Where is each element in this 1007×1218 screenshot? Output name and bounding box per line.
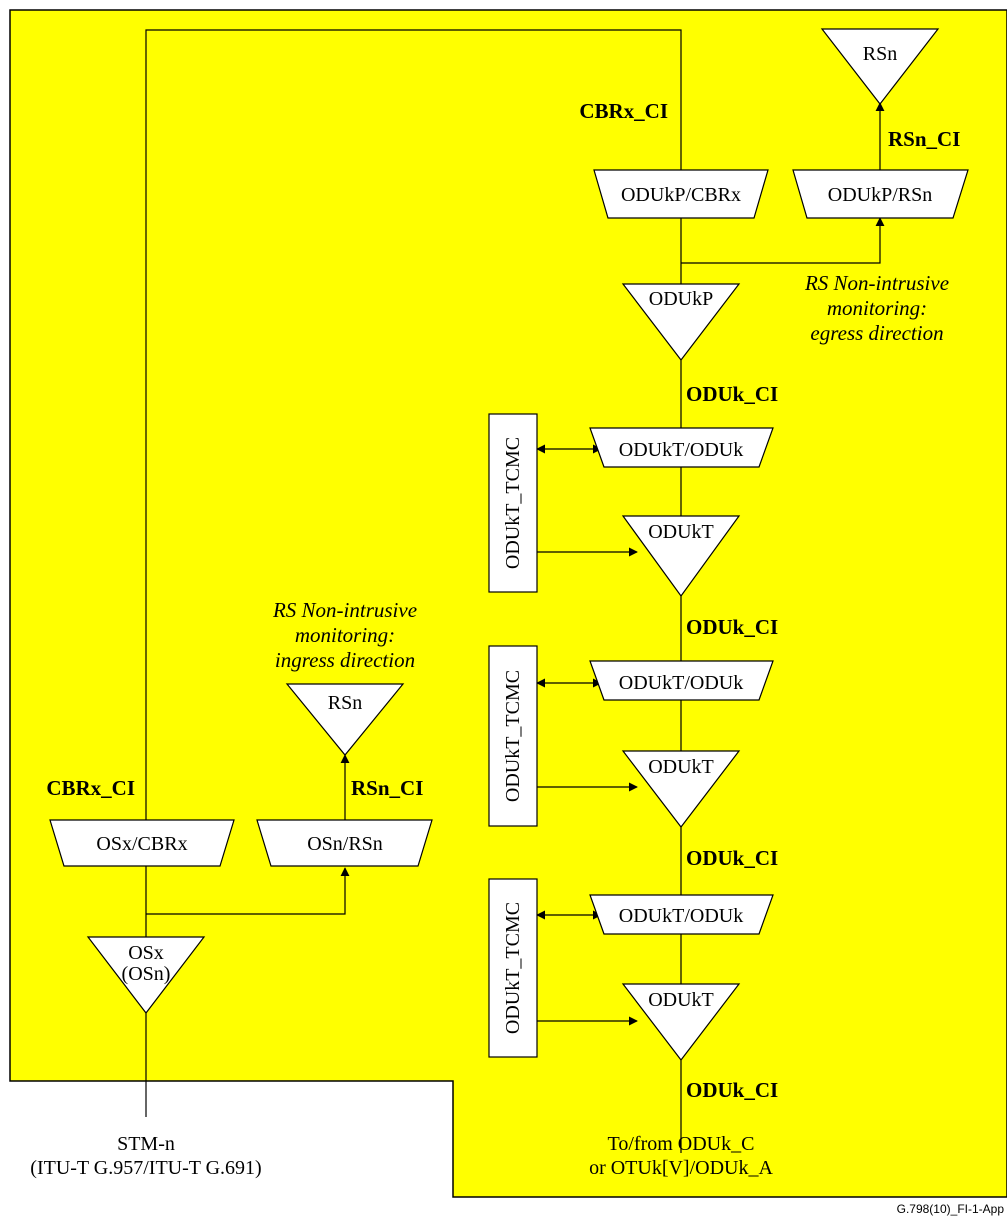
odukt-oduk-adaptation-1 bbox=[589, 427, 774, 468]
odukt-tcmc-box-2 bbox=[488, 645, 538, 827]
egress-note-line-1: RS Non-intrusive bbox=[804, 271, 949, 295]
egress-note-line-3: egress direction bbox=[810, 321, 943, 345]
cbrx-ci-top-label: CBRx_CI bbox=[579, 99, 668, 123]
odukt-tcmc-box-1 bbox=[488, 413, 538, 593]
egress-note-line-2: monitoring: bbox=[827, 296, 927, 320]
odukt-tcmc-label-1: ODUkT_TCMC bbox=[502, 437, 524, 569]
odukt-tcmc-label-2: ODUkT_TCMC bbox=[502, 670, 524, 802]
odukt-label-3: ODUkT bbox=[648, 989, 714, 1011]
odukt-oduk-label-1: ODUkT/ODUk bbox=[619, 439, 743, 461]
cbrx-loop-line bbox=[145, 29, 682, 820]
odukt-oduk-label-3: ODUkT/ODUk bbox=[619, 905, 743, 927]
oduk-ci-label-4: ODUk_CI bbox=[686, 1078, 778, 1102]
odukt-tcmc-label-3: ODUkT_TCMC bbox=[502, 902, 524, 1034]
odukt-tcmc-box-3 bbox=[488, 878, 538, 1058]
osn-rsn-adaptation bbox=[256, 819, 433, 867]
rsn-ci-ingress-label: RSn_CI bbox=[351, 776, 423, 800]
odukp-cbrx-adaptation bbox=[593, 169, 769, 219]
odukp-rsn-adaptation bbox=[792, 169, 969, 219]
odukt-label-2: ODUkT bbox=[648, 756, 714, 778]
to-from-line-2: or OTUk[V]/ODUk_A bbox=[589, 1157, 773, 1179]
rsn-ci-egress-label: RSn_CI bbox=[888, 127, 960, 151]
osx-cbrx-label: OSx/CBRx bbox=[96, 833, 187, 855]
osn-rsn-label: OSn/RSn bbox=[307, 833, 383, 855]
odukp-rsn-label: ODUkP/RSn bbox=[828, 184, 932, 206]
oduk-ci-label-2: ODUk_CI bbox=[686, 615, 778, 639]
osn-label: (OSn) bbox=[122, 963, 171, 985]
ingress-note-line-1: RS Non-intrusive bbox=[272, 598, 417, 622]
rsn-termination-sink-ingress bbox=[285, 683, 405, 756]
odukp-termination bbox=[621, 283, 741, 361]
stm-n-label: STM-n bbox=[117, 1133, 175, 1155]
to-from-line-1: To/from ODUk_C bbox=[608, 1133, 755, 1155]
rsn-sink-ingress-label: RSn bbox=[328, 692, 362, 714]
odukt-label-1: ODUkT bbox=[648, 521, 714, 543]
connection-lines bbox=[145, 29, 885, 1153]
ingress-note-line-2: monitoring: bbox=[295, 623, 395, 647]
odukt-termination-1 bbox=[621, 515, 741, 598]
osx-label: OSx bbox=[128, 942, 164, 964]
oduk-ci-label-1: ODUk_CI bbox=[686, 382, 778, 406]
odukt-termination-3 bbox=[621, 983, 741, 1061]
osx-cbrx-adaptation bbox=[49, 819, 235, 867]
odukt-oduk-adaptation-2 bbox=[589, 660, 774, 701]
odukt-oduk-adaptation-3 bbox=[589, 894, 774, 935]
odukp-label: ODUkP bbox=[649, 288, 713, 310]
ingress-note-line-3: ingress direction bbox=[275, 648, 415, 672]
odukt-termination-2 bbox=[621, 750, 741, 828]
odukt-oduk-label-2: ODUkT/ODUk bbox=[619, 672, 743, 694]
odukp-cbrx-label: ODUkP/CBRx bbox=[621, 184, 741, 206]
figure-id: G.798(10)_FI-1-App bbox=[897, 1202, 1005, 1216]
stm-n-reference: (ITU-T G.957/ITU-T G.691) bbox=[30, 1157, 261, 1179]
oduk-ci-label-3: ODUk_CI bbox=[686, 846, 778, 870]
osx-termination bbox=[86, 936, 206, 1014]
rsn-termination-sink-egress bbox=[820, 28, 940, 105]
cbrx-ci-left-label: CBRx_CI bbox=[46, 776, 135, 800]
rsn-sink-egress-label: RSn bbox=[863, 43, 897, 65]
